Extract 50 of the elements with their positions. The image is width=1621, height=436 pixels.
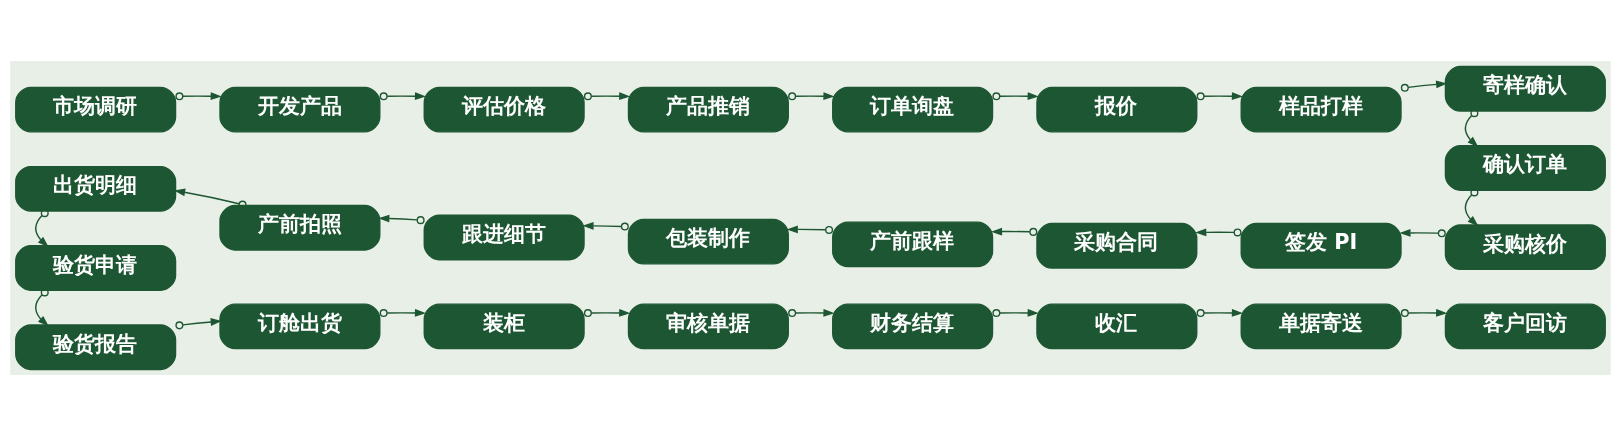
node-box: 单据寄送 xyxy=(1240,303,1402,350)
node-box: 确认订单 xyxy=(1444,145,1606,191)
arrow xyxy=(1196,92,1243,101)
node-box: 采购合同 xyxy=(1036,222,1198,269)
node-box: 验货申请 xyxy=(15,245,177,291)
arrow xyxy=(582,221,629,231)
arrow xyxy=(992,92,1039,101)
node-box: 审核单据 xyxy=(627,303,789,350)
node-box: 评估价格 xyxy=(423,86,585,133)
node-box: 订舱出货 xyxy=(219,303,381,350)
node-box: 开发产品 xyxy=(219,86,381,133)
node-box: 包装制作 xyxy=(627,218,789,265)
arrow xyxy=(583,92,631,101)
arrow xyxy=(786,225,834,234)
arrow xyxy=(990,227,1038,236)
arrow xyxy=(35,288,49,327)
node-box: 报价 xyxy=(1036,86,1198,133)
node-box: 财务结算 xyxy=(832,303,994,350)
arrow xyxy=(1195,228,1242,237)
node-box: 寄样确认 xyxy=(1444,65,1606,112)
arrow xyxy=(992,309,1039,318)
arrow xyxy=(379,309,427,318)
arrow xyxy=(378,214,425,225)
node-box: 市场调研 xyxy=(15,86,177,133)
arrow xyxy=(379,92,427,101)
node-box: 订单询盘 xyxy=(832,86,994,133)
arrow xyxy=(1399,229,1446,238)
arrow xyxy=(1464,188,1479,227)
node-box: 采购核价 xyxy=(1444,224,1606,271)
arrow xyxy=(1400,80,1448,92)
node-box: 跟进细节 xyxy=(423,214,585,261)
node-box: 出货明细 xyxy=(15,165,177,212)
node-box: 客户回访 xyxy=(1444,303,1606,350)
node-box: 收汇 xyxy=(1036,303,1198,350)
arrow xyxy=(175,318,222,330)
arrow xyxy=(1464,109,1479,148)
node-box: 产前拍照 xyxy=(219,204,381,251)
node-box: 产前跟样 xyxy=(832,221,994,268)
node-box: 验货报告 xyxy=(15,324,177,371)
arrow xyxy=(583,309,631,318)
arrow xyxy=(175,92,222,101)
arrow xyxy=(788,309,835,318)
arrow xyxy=(1400,309,1448,318)
node-box: 签发 PI xyxy=(1240,222,1402,269)
arrow xyxy=(35,209,49,248)
node-box: 样品打样 xyxy=(1240,86,1402,133)
arrow xyxy=(1196,309,1243,318)
node-box: 装柜 xyxy=(423,303,585,350)
node-box: 产品推销 xyxy=(627,86,789,133)
arrow xyxy=(788,92,835,101)
